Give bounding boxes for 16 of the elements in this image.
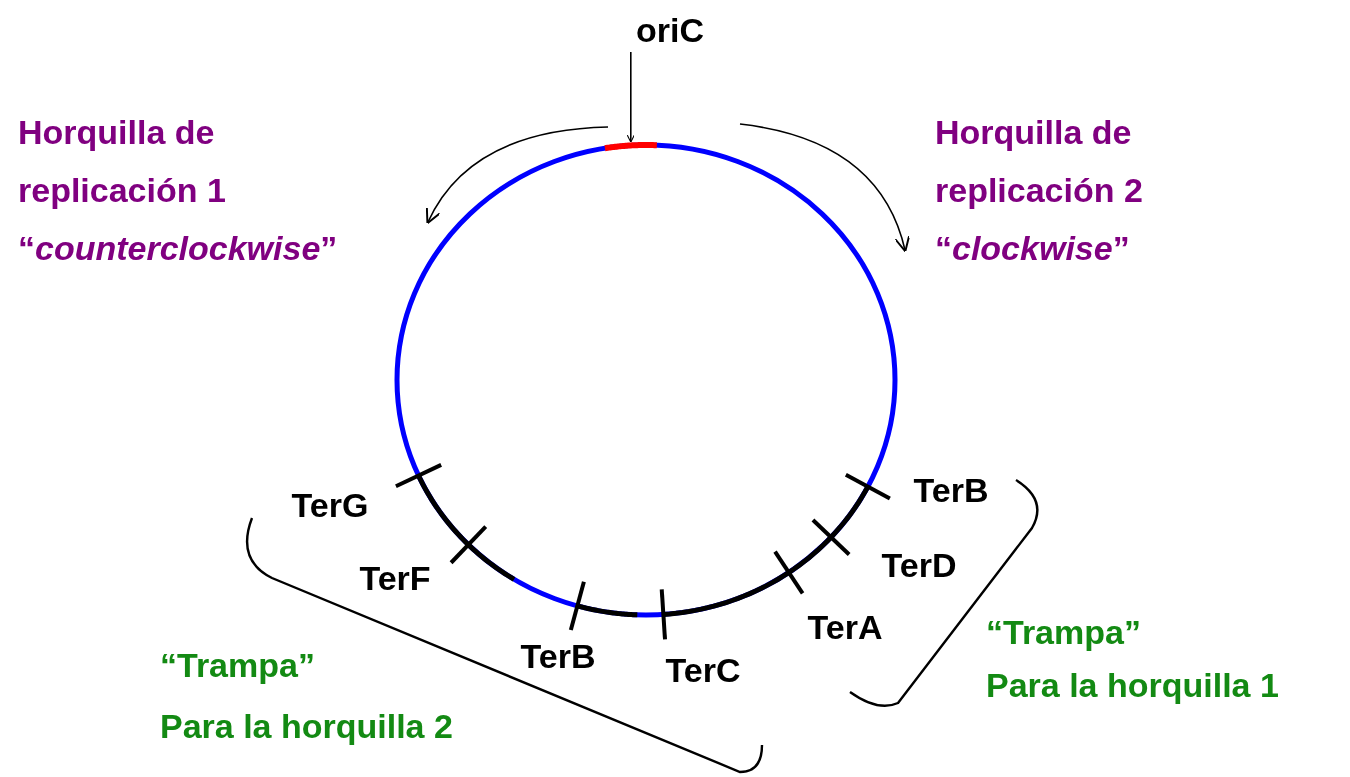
trap-label: “Trampa” <box>160 645 315 685</box>
ter-site-label: TerG <box>291 485 369 525</box>
arrow <box>626 51 635 143</box>
ter-site-label: TerB <box>520 636 596 676</box>
ter-site-label: TerA <box>807 607 883 647</box>
fork-label: Horquilla de replicación 2 “clockwise” <box>935 112 1144 269</box>
ter-site-label: TerC <box>665 650 741 690</box>
ter-site-label: TerB <box>913 470 989 510</box>
origin-region <box>603 142 659 152</box>
ter-site-label: TerF <box>359 558 431 598</box>
ter-site-label: TerD <box>881 545 957 585</box>
trap-label: Para la horquilla 1 <box>986 665 1279 705</box>
trap-label: Para la horquilla 2 <box>160 706 453 746</box>
origin-label: oriC <box>636 10 704 50</box>
fork-label: Horquilla de replicación 1 “counterclockwise” <box>18 112 339 269</box>
trap-label: “Trampa” <box>986 612 1141 652</box>
